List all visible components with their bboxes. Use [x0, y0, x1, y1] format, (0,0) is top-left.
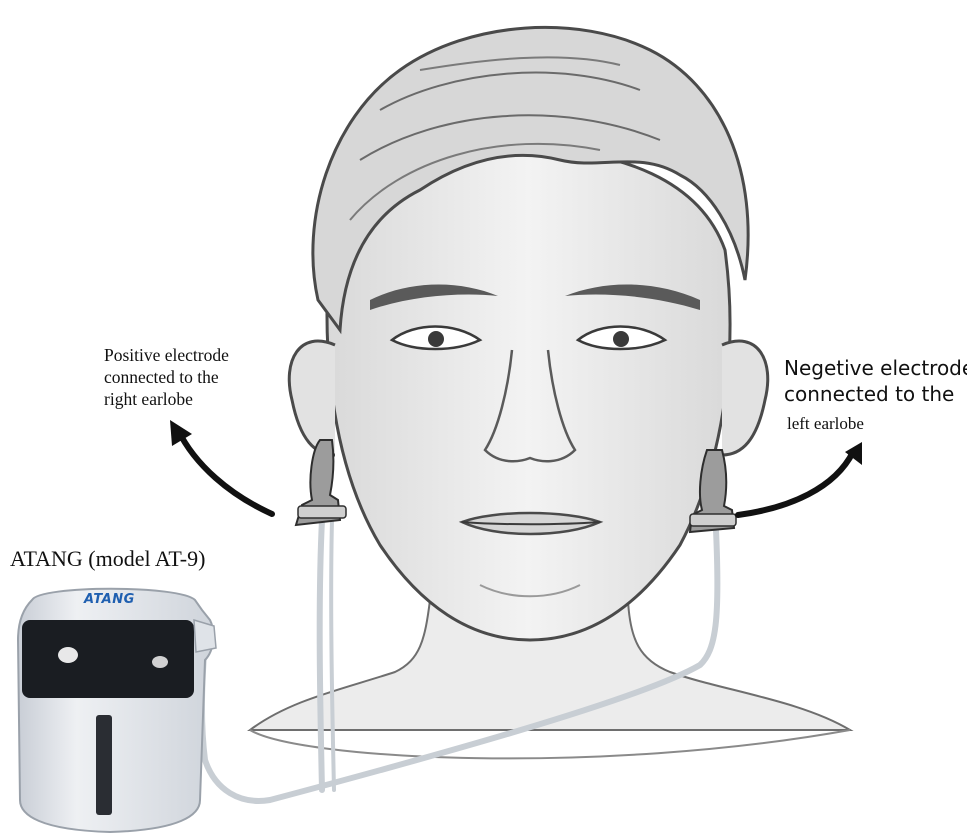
atang-device — [18, 589, 216, 832]
right-earlobe-clip — [296, 440, 346, 525]
negative-label-line-2: connected to the — [784, 381, 954, 407]
device-model-label: ATANG (model AT-9) — [10, 545, 205, 573]
negative-label-line-3: left earlobe — [787, 413, 864, 435]
curved-arrow-right-icon — [738, 442, 862, 515]
curved-arrow-left-icon — [170, 420, 272, 514]
positive-label-line-1: Positive electrode — [104, 344, 229, 366]
positive-label-line-3: right earlobe — [104, 388, 229, 410]
negative-label-line-1: Negetive electrode — [784, 355, 967, 381]
positive-electrode-label: Positive electrode connected to the righ… — [104, 344, 229, 410]
device-brand-logo: ATANG — [84, 592, 135, 607]
positive-label-line-2: connected to the — [104, 366, 229, 388]
